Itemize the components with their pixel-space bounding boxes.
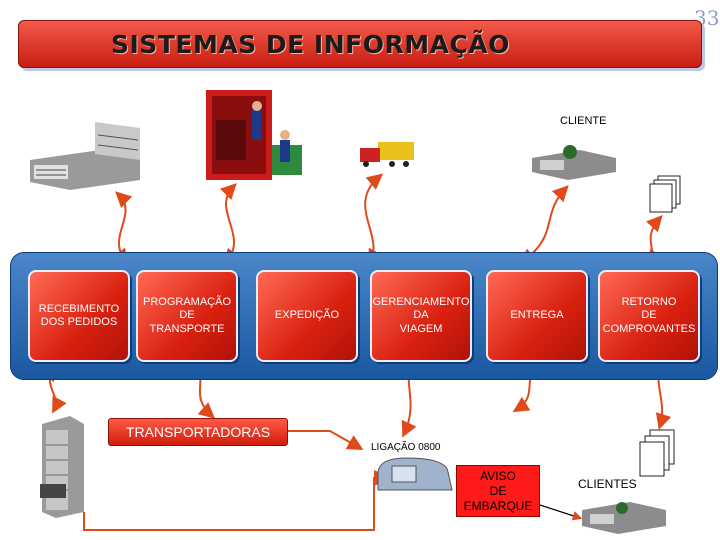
- process-retorno: RETORNO DE COMPROVANTES: [598, 270, 700, 362]
- document-icon: [649, 175, 681, 213]
- office-tower-icon: [40, 416, 84, 518]
- process-programacao: PROGRAMAÇÃO DE TRANSPORTE: [136, 270, 238, 362]
- process-expedicao: EXPEDIÇÃO: [256, 270, 358, 362]
- process-recebimento: RECEBIMENTO DOS PEDIDOS: [28, 270, 130, 362]
- ligacao-label: LIGAÇÃO 0800: [371, 442, 441, 453]
- customer-building-icon-bottom: [582, 502, 666, 534]
- truck-icon: [352, 136, 414, 168]
- telephone-icon: [377, 457, 453, 491]
- customer-building-icon: [532, 145, 616, 180]
- process-gerenciamento: GERENCIAMENTO DA VIAGEM: [370, 270, 472, 362]
- document-stack-icon: [639, 429, 675, 477]
- loading-dock-icon: [206, 90, 302, 180]
- clientes-label: CLIENTES: [578, 477, 637, 491]
- title-bar: SISTEMAS DE INFORMAÇÃO: [18, 20, 702, 68]
- transportadoras-box: TRANSPORTADORAS: [108, 418, 288, 446]
- process-entrega: ENTREGA: [486, 270, 588, 362]
- cliente-label: CLIENTE: [560, 115, 607, 127]
- slide-title: SISTEMAS DE INFORMAÇÃO: [111, 29, 510, 59]
- factory-icon: [30, 122, 140, 190]
- aviso-embarque-box: AVISO DE EMBARQUE: [456, 465, 540, 517]
